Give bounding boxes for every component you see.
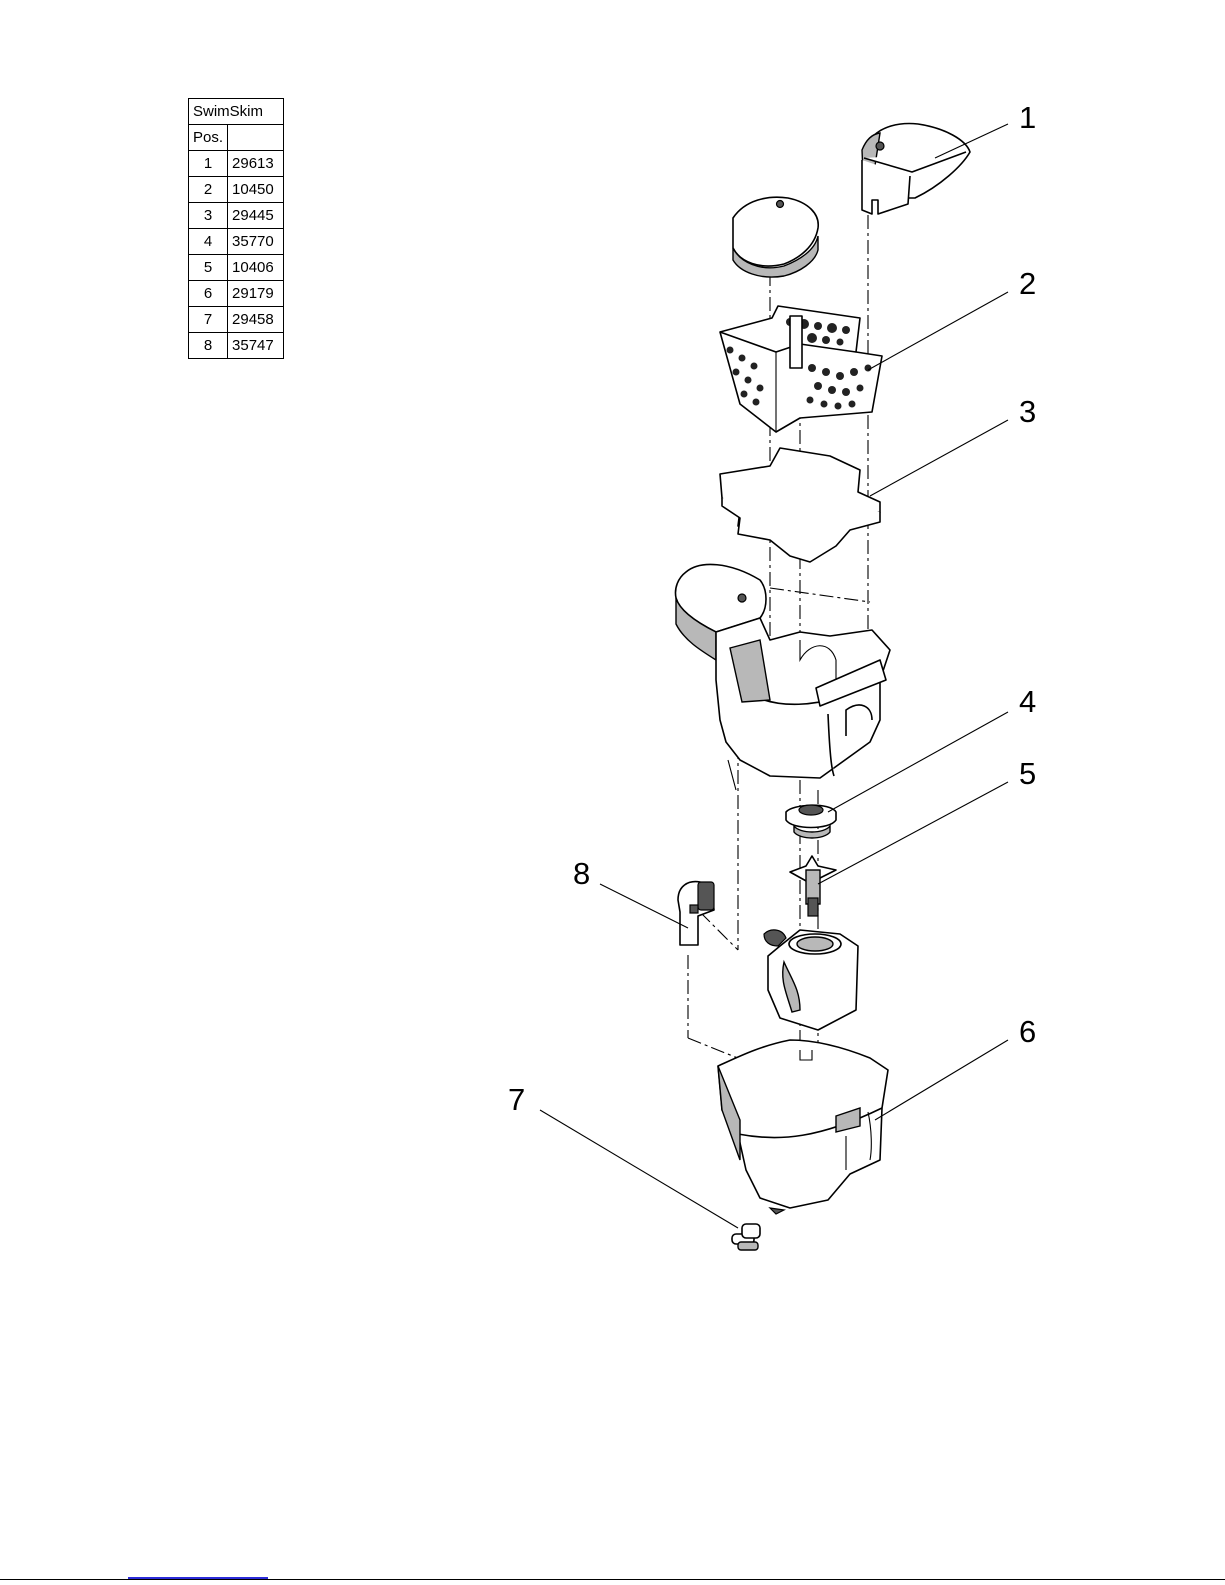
part-3-foam-pad [720,448,880,562]
float-cover [733,197,818,277]
part-4-bearing [786,805,836,838]
part-5-impeller [790,856,836,916]
callout-7: 7 [508,1082,525,1117]
callout-4: 4 [1019,684,1036,719]
part-8-elbow [678,882,714,945]
lid-screw-icon [876,142,884,150]
callout-8: 8 [573,856,590,891]
callout-6: 6 [1019,1014,1036,1049]
part-7-connector [732,1224,760,1250]
skimmer-housing [675,564,890,790]
part-6-base [718,1040,888,1214]
footer-divider [0,1579,1225,1580]
callout-5: 5 [1019,756,1036,791]
float-screw-icon [777,201,784,208]
footer-link-underline [128,1577,268,1579]
callout-1: 1 [1019,100,1036,135]
pump-body [764,930,858,1030]
part-2-filter-basket [720,306,882,432]
housing-screw-icon [738,594,746,602]
callout-3: 3 [1019,394,1036,429]
callout-2: 2 [1019,266,1036,301]
part-1-lid [862,124,970,214]
